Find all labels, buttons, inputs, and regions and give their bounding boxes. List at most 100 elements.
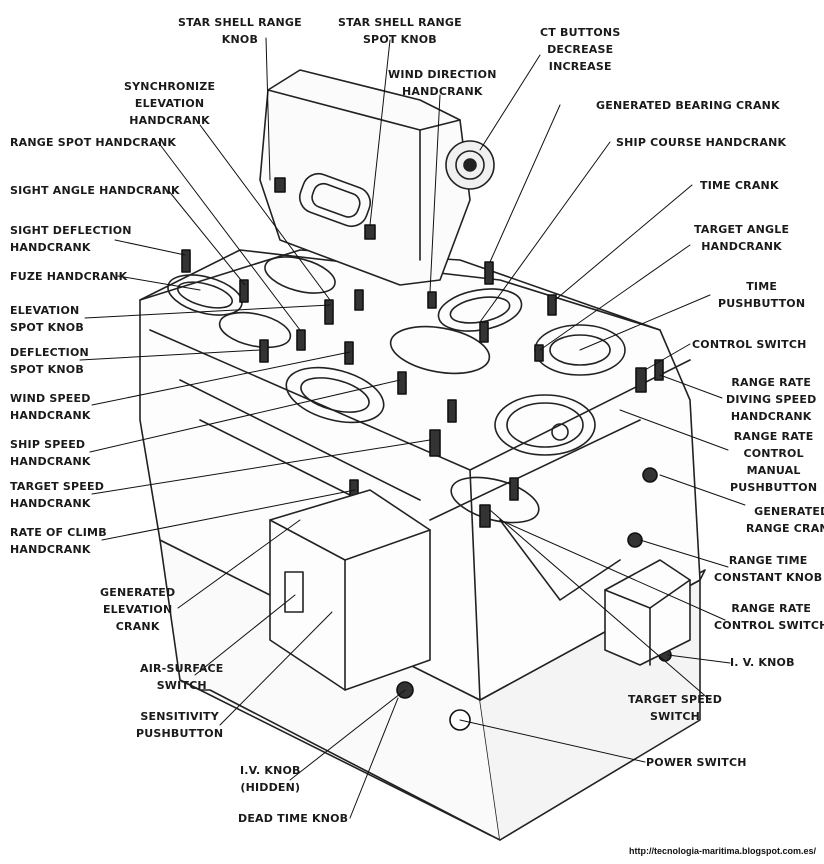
label-line: I.V. KNOB — [240, 764, 301, 777]
label-line: PUSHBUTTON — [718, 297, 806, 310]
label-wind-direction-handcrank: WIND DIRECTION HANDCRANK — [388, 66, 497, 100]
label-line: Ct BUTTONS — [540, 26, 621, 39]
label-line: I. V. KNOB — [730, 656, 795, 669]
label-line: DIVING SPEED — [726, 393, 817, 406]
label-line: TARGET SPEED — [628, 693, 723, 706]
label-line: SWITCH — [156, 679, 207, 692]
label-sight-angle-handcrank: SIGHT ANGLE HANDCRANK — [10, 182, 180, 199]
label-range-rate-diving-speed-handcrank: RANGE RATE DIVING SPEED HANDCRANK — [726, 374, 816, 425]
label-line: HANDCRANK — [10, 241, 91, 254]
label-line: HANDCRANK — [701, 240, 782, 253]
label-line: DEAD TIME KNOB — [238, 812, 349, 825]
label-power-switch: POWER SWITCH — [646, 754, 747, 771]
label-iv-knob: I. V. KNOB — [730, 654, 795, 671]
label-line: ELEVATION — [134, 97, 205, 110]
label-target-speed-handcrank: TARGET SPEED HANDCRANK — [10, 478, 104, 512]
label-line: RANGE RATE — [733, 430, 814, 443]
label-line: INCREASE — [548, 60, 612, 73]
lower-left-box — [269, 489, 431, 691]
label-range-spot-handcrank: RANGE SPOT HANDCRANK — [10, 134, 176, 151]
label-line: GENERATED — [754, 505, 824, 518]
label-line: GENERATED BEARING CRANK — [596, 99, 780, 112]
label-line: (HIDDEN) — [240, 781, 301, 794]
label-line: HANDCRANK — [10, 409, 91, 422]
label-time-crank: TIME CRANK — [700, 177, 779, 194]
label-target-speed-switch: TARGET SPEED SWITCH — [628, 691, 722, 725]
label-line: SPOT KNOB — [362, 33, 437, 46]
label-iv-knob-hidden: I.V. KNOB (HIDDEN) — [240, 762, 301, 796]
label-line: CRANK — [115, 620, 160, 633]
label-line: WIND SPEED — [10, 392, 91, 405]
label-line: RANGE RATE — [731, 376, 812, 389]
label-air-surface-switch: AIR-SURFACE SWITCH — [140, 660, 224, 694]
label-line: RANGE SPOT HANDCRANK — [10, 136, 177, 149]
label-dead-time-knob: DEAD TIME KNOB — [238, 810, 348, 827]
label-line: TIME — [746, 280, 778, 293]
upper-housing — [259, 69, 495, 286]
lower-right-box — [604, 559, 691, 666]
label-line: AIR-SURFACE — [140, 662, 224, 675]
label-line: TARGET ANGLE — [694, 223, 790, 236]
label-line: DECREASE — [547, 43, 614, 56]
label-line: KNOB — [221, 33, 259, 46]
label-range-rate-control-switch: RANGE RATE CONTROL SWITCH — [714, 600, 824, 634]
label-line: ELEVATION — [102, 603, 173, 616]
label-line: TIME CRANK — [700, 179, 779, 192]
label-line: STAR SHELL RANGE — [178, 16, 302, 29]
label-line: SPOT KNOB — [10, 321, 84, 334]
label-line: HANDCRANK — [129, 114, 210, 127]
label-line: PUSHBUTTON — [730, 481, 818, 494]
label-line: DEFLECTION — [10, 346, 89, 359]
label-line: HANDCRANK — [730, 410, 812, 423]
label-line: HANDCRANK — [401, 85, 483, 98]
label-line: SHIP COURSE HANDCRANK — [616, 136, 787, 149]
label-generated-bearing-crank: GENERATED BEARING CRANK — [596, 97, 780, 114]
label-star-shell-range-spot-knob: STAR SHELL RANGE SPOT KNOB — [338, 14, 462, 48]
label-ship-course-handcrank: SHIP COURSE HANDCRANK — [616, 134, 786, 151]
label-generated-range-crank: GENERATED RANGE CRANK — [746, 503, 824, 537]
label-line: RATE OF CLIMB — [10, 526, 107, 539]
label-line: WIND DIRECTION — [388, 68, 497, 81]
label-line: STAR SHELL RANGE — [338, 16, 462, 29]
label-wind-speed-handcrank: WIND SPEED HANDCRANK — [10, 390, 91, 424]
label-line: SIGHT ANGLE HANDCRANK — [10, 184, 180, 197]
label-line: CONSTANT KNOB — [714, 571, 823, 584]
label-line: CONTROL SWITCH — [692, 338, 807, 351]
label-line: HANDCRANK — [10, 497, 91, 510]
label-line: HANDCRANK — [10, 455, 91, 468]
label-line: RANGE CRANK — [746, 522, 824, 535]
label-line: TARGET SPEED — [10, 480, 105, 493]
label-line: GENERATED — [100, 586, 176, 599]
label-line: SYNCHRONIZE — [124, 80, 216, 93]
label-ship-speed-handcrank: SHIP SPEED HANDCRANK — [10, 436, 91, 470]
label-synchronize-elevation-handcrank: SYNCHRONIZE ELEVATION HANDCRANK — [124, 78, 215, 129]
source-url: http://tecnologia-maritima.blogspot.com.… — [628, 846, 816, 856]
label-time-pushbutton: TIME PUSHBUTTON — [718, 278, 805, 312]
label-control-switch: CONTROL SWITCH — [692, 336, 807, 353]
label-range-rate-control-manual-pushbutton: RANGE RATE CONTROL MANUAL PUSHBUTTON — [730, 428, 817, 496]
label-line: SENSITIVITY — [140, 710, 219, 723]
label-star-shell-range-knob: STAR SHELL RANGE KNOB — [178, 14, 302, 48]
label-line: SHIP SPEED — [10, 438, 86, 451]
label-line: SWITCH — [649, 710, 701, 723]
label-fuze-handcrank: FUZE HANDCRANK — [10, 268, 127, 285]
label-line: CONTROL — [743, 447, 804, 460]
label-line: MANUAL — [746, 464, 801, 477]
label-line: FUZE HANDCRANK — [10, 270, 128, 283]
label-generated-elevation-crank: GENERATED ELEVATION CRANK — [100, 584, 175, 635]
label-ct-buttons: Ct BUTTONS DECREASE INCREASE — [540, 24, 620, 75]
label-line: RANGE RATE — [731, 602, 812, 615]
leader-lines — [79, 37, 746, 819]
label-elevation-spot-knob: ELEVATION SPOT KNOB — [10, 302, 84, 336]
label-line: ELEVATION — [10, 304, 80, 317]
label-line: POWER SWITCH — [646, 756, 747, 769]
label-line: CONTROL SWITCH — [714, 619, 824, 632]
label-target-angle-handcrank: TARGET ANGLE HANDCRANK — [694, 221, 789, 255]
